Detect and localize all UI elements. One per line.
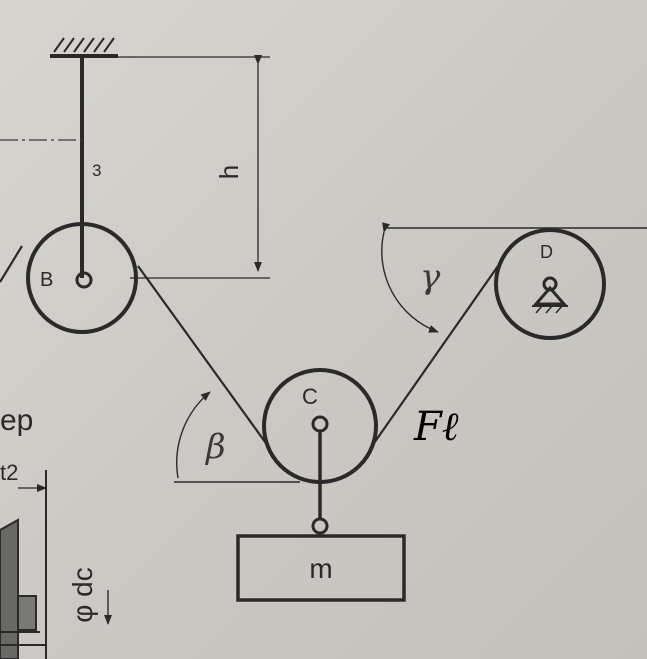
- angle-gamma-marker: [381, 222, 647, 333]
- pulley-d: [494, 228, 606, 340]
- left-dimension-label: φ dc: [67, 567, 98, 623]
- mass-block: [236, 534, 406, 602]
- pulley-b: [26, 222, 138, 334]
- rope: [0, 245, 499, 447]
- pulley-b-label: B: [40, 269, 53, 291]
- mass-label: m: [309, 553, 332, 584]
- member-label: 3: [92, 161, 101, 180]
- left-subscript: t2: [0, 460, 18, 485]
- pulley-c-label: C: [302, 384, 318, 409]
- dimension-h: [118, 55, 270, 279]
- fixed-support: [50, 37, 118, 58]
- handwritten-label: Fℓ: [413, 404, 459, 450]
- pulley-c: [262, 368, 378, 535]
- angle-beta-marker: [174, 391, 300, 483]
- height-label: h: [214, 165, 244, 179]
- left-cut-text: ep: [0, 404, 33, 437]
- angle-beta-label: β: [204, 427, 226, 467]
- angle-gamma-label: γ: [420, 257, 441, 297]
- left-partial-drawing: [0, 470, 112, 659]
- pulley-d-label: D: [540, 242, 553, 262]
